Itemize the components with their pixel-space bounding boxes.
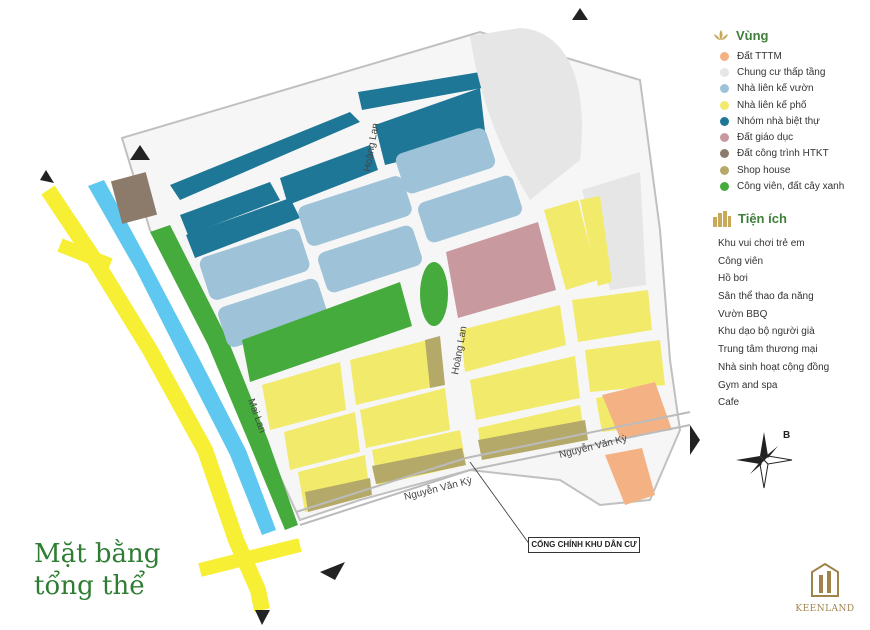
legend-zone-label: Đất công trình HTKT <box>737 148 829 160</box>
street-house-9 <box>360 388 450 448</box>
street-house-6 <box>262 362 346 430</box>
amenity-item: Gym and spa <box>718 379 778 391</box>
amenity-item: Trung tâm thương mại <box>718 344 818 356</box>
lotus-icon <box>714 30 728 40</box>
legend-zone-label: Shop house <box>737 164 791 176</box>
legend-swatch <box>720 165 729 175</box>
amenity-item: Hồ bơi <box>718 273 748 285</box>
legend-swatch <box>720 116 729 126</box>
garden-house-2 <box>218 278 327 347</box>
amenity-item: Nhà sinh hoạt cộng đồng <box>718 361 830 373</box>
garden-house-5 <box>395 128 496 194</box>
legend-amenity-title: Tiện ích <box>738 211 787 227</box>
legend-zone-title: Vùng <box>736 27 769 43</box>
legend-zone-item: Đất công trình HTKT <box>712 146 862 162</box>
amenity-item: Vườn BBQ <box>718 308 768 320</box>
compass-letter: B <box>783 430 791 441</box>
garden-house-4 <box>318 225 422 293</box>
villa-row-5 <box>358 72 482 110</box>
legend-zone-item: Chung cư thấp tầng <box>712 64 862 80</box>
amenity-item: Sân thể thao đa năng <box>718 291 814 303</box>
legend-swatch <box>720 67 729 77</box>
street-house-5 <box>350 338 440 405</box>
legend-swatch <box>720 182 729 192</box>
gate-pointer <box>469 461 531 546</box>
page-title-line-1: Mặt bằng <box>34 539 161 569</box>
amenity-item: Công viên <box>718 255 764 267</box>
amenity-item: Khu dạo bộ người già <box>718 326 815 338</box>
legend-zone-label: Nhà liên kế vườn <box>737 83 814 95</box>
legend-zone-label: Nhà liên kế phố <box>737 99 807 111</box>
legend-zone-item: Nhà liên kế phố <box>712 97 862 113</box>
legend-zone-item: Công viên, đất cây xanh <box>712 178 862 194</box>
legend-zone-item: Đất TTTM <box>712 48 862 64</box>
street-house-1 <box>544 200 598 290</box>
apartment-1 <box>470 28 582 200</box>
canal <box>88 180 276 535</box>
street-house-2 <box>580 196 612 286</box>
garden-house-3 <box>298 176 412 246</box>
park-strip <box>150 225 298 530</box>
legend-zone-label: Đất TTTM <box>737 50 782 62</box>
legend-zone-item: Nhà liên kế vườn <box>712 81 862 97</box>
compass-icon <box>736 432 793 489</box>
legend-zone-label: Chung cư thấp tầng <box>737 66 826 78</box>
brand-logo: KEENLAND <box>790 562 860 614</box>
legend-zone-label: Công viên, đất cây xanh <box>737 181 845 193</box>
legend-amenity-header: Tiện ích <box>712 207 862 231</box>
tttm-block-2 <box>605 448 655 505</box>
page-title-line-2: tổng thể <box>34 571 146 601</box>
buildings-icon <box>713 210 731 227</box>
villa-row-3 <box>186 198 300 258</box>
villa-row-4 <box>280 145 378 205</box>
entry-arrows <box>40 8 700 625</box>
villa-row-1 <box>170 112 360 200</box>
htkt-block <box>110 172 158 224</box>
shophouse-3 <box>372 448 466 484</box>
page-title: Mặt bằng tổng thể <box>34 538 160 602</box>
street-house-10 <box>284 412 360 470</box>
garden-house-1 <box>199 228 310 300</box>
main-road-branch <box>57 238 302 577</box>
legend-zone-header: Vùng <box>712 24 862 46</box>
education-block <box>446 222 556 318</box>
tttm-block-1 <box>602 382 672 438</box>
garden-house-6 <box>418 175 522 243</box>
legend-swatch <box>720 149 729 159</box>
keenland-logo-icon <box>811 562 839 597</box>
legend-zone-item: Nhóm nhà biệt thự <box>712 113 862 129</box>
park-oval <box>420 262 448 326</box>
legend-swatch <box>720 51 729 61</box>
main-gate-label: CỔNG CHÍNH KHU DÂN CƯ <box>528 537 640 553</box>
road-nguyen-van-ky <box>299 424 691 526</box>
legend-swatch <box>720 84 729 94</box>
shophouse-1 <box>425 336 445 388</box>
brand-name: KEENLAND <box>795 604 855 614</box>
legend-zone-label: Nhóm nhà biệt thự <box>737 115 820 127</box>
legend-zone-item: Shop house <box>712 162 862 178</box>
amenity-item: Khu vui chơi trẻ em <box>718 238 805 250</box>
street-house-3 <box>460 305 566 372</box>
park-patch-1 <box>242 282 412 382</box>
villa-row-2 <box>180 182 280 235</box>
legend-zone-item: Đất giáo dục <box>712 129 862 145</box>
street-house-4 <box>572 290 652 342</box>
legend-swatch <box>720 100 729 110</box>
legend-swatch <box>720 133 729 143</box>
road-nguyen-van-ky-2 <box>295 411 691 513</box>
legend-zone-label: Đất giáo dục <box>737 132 794 144</box>
amenity-item: Cafe <box>718 397 740 409</box>
street-house-8 <box>585 340 665 392</box>
street-house-7 <box>470 356 580 420</box>
